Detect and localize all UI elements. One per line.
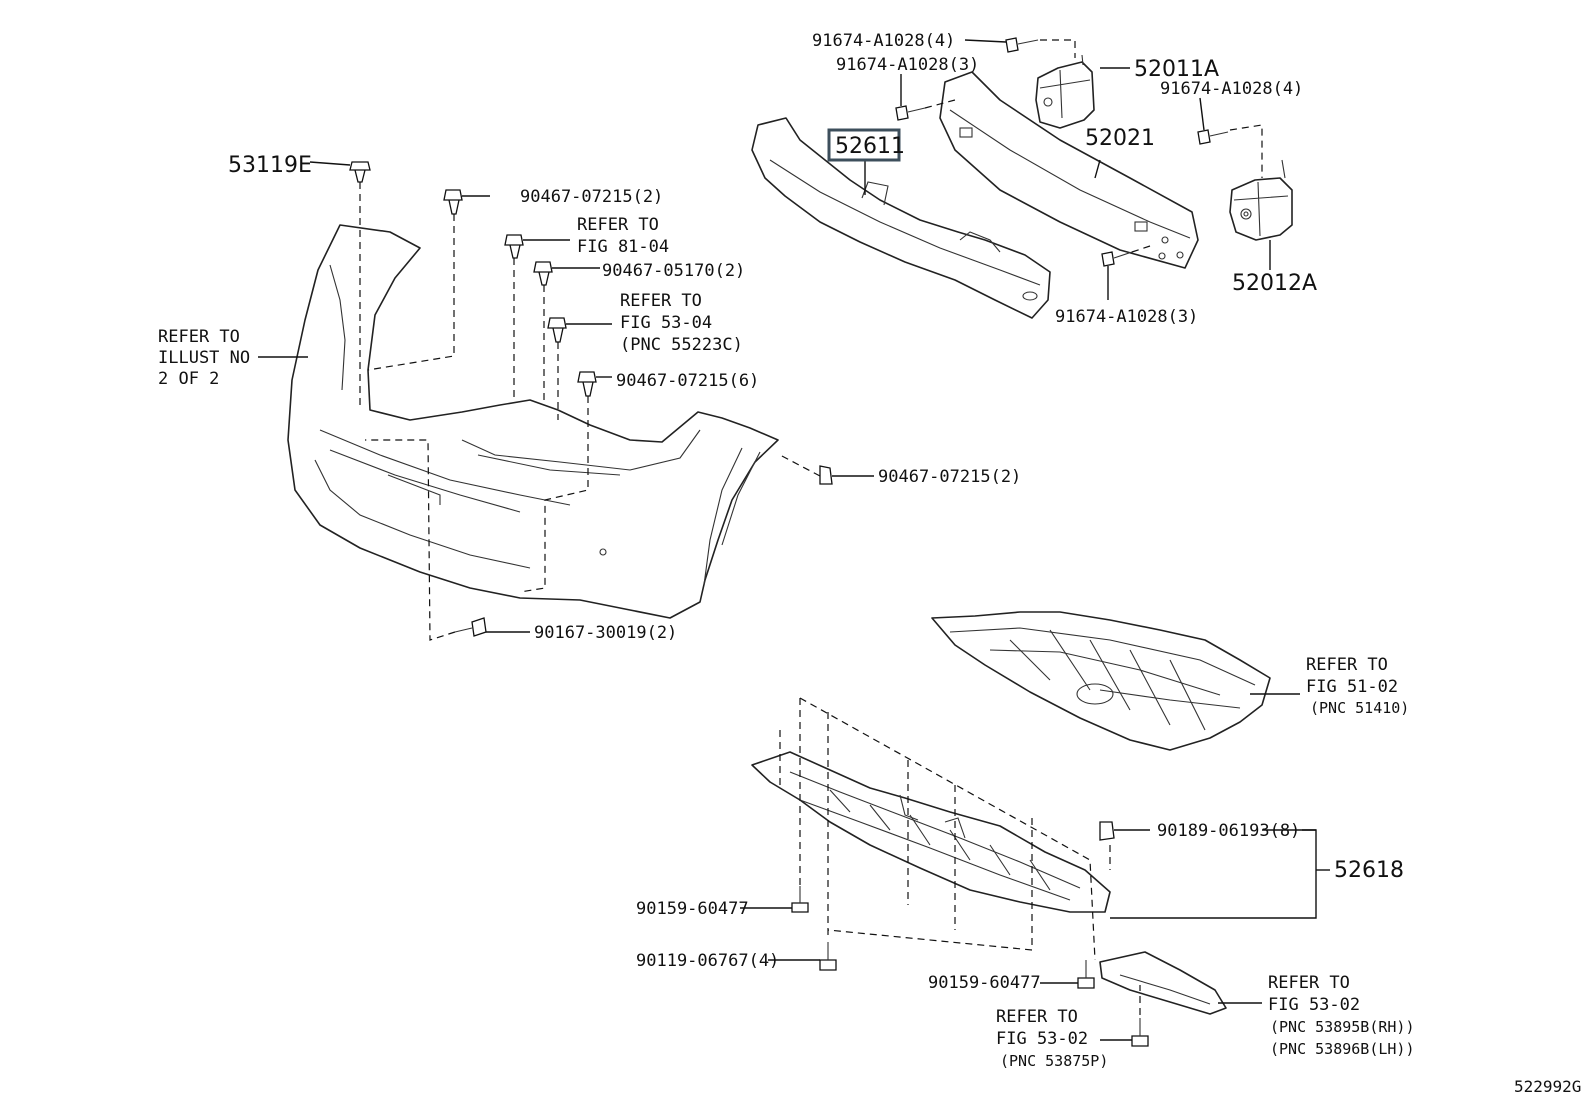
callout-90189-06193[interactable]: 90189-06193(8) <box>1157 821 1300 841</box>
image-code: 522992G <box>1514 1077 1581 1096</box>
clip-icon <box>504 234 524 259</box>
callout-refer-fig-53-02-line2[interactable]: FIG 53-02 <box>996 1029 1088 1049</box>
clip-icon <box>1099 821 1115 841</box>
callout-91674-A1028-4-top[interactable]: 91674-A1028(4) <box>812 31 955 51</box>
callout-91674-A1028-3-bottom[interactable]: 91674-A1028(3) <box>1055 307 1198 327</box>
callout-refer-fig-81-04-line1[interactable]: REFER TO <box>577 215 659 235</box>
bolt-icon <box>1101 251 1133 267</box>
callout-refer-illust-line3[interactable]: 2 OF 2 <box>158 369 219 389</box>
callout-refer-fig-53-02-rh-line1[interactable]: REFER TO <box>1268 973 1350 993</box>
screw-icon <box>454 617 487 637</box>
callout-90119-06767[interactable]: 90119-06767(4) <box>636 951 779 971</box>
callout-90467-07215-2-top[interactable]: 90467-07215(2) <box>520 187 663 207</box>
engine-under-cover[interactable] <box>931 611 1271 751</box>
bolt-icon <box>895 105 926 121</box>
callout-refer-illust-line2[interactable]: ILLUST NO <box>158 348 250 368</box>
clip-icon <box>577 371 597 397</box>
callout-91674-A1028-3-top[interactable]: 91674-A1028(3) <box>836 55 979 75</box>
bolt-icon <box>819 942 837 971</box>
callout-90159-60477-right[interactable]: 90159-60477 <box>928 973 1041 993</box>
clip-icon <box>819 465 833 485</box>
callout-refer-fig-53-02-rh-line4[interactable]: (PNC 53896B(LH)) <box>1270 1040 1415 1058</box>
callout-90167-30019[interactable]: 90167-30019(2) <box>534 623 677 643</box>
callout-91674-A1028-4-right[interactable]: 91674-A1028(4) <box>1160 79 1303 99</box>
bolt-icon <box>791 886 809 913</box>
callout-refer-fig-51-02-line2[interactable]: FIG 51-02 <box>1306 677 1398 697</box>
clip-icon <box>547 317 567 343</box>
bolt-icon <box>1197 129 1229 145</box>
callout-52021[interactable]: 52021 <box>1085 126 1155 151</box>
callout-refer-fig-53-04-line3[interactable]: (PNC 55223C) <box>620 335 743 355</box>
callout-90467-05170[interactable]: 90467-05170(2) <box>602 261 745 281</box>
highlight-box <box>827 128 901 162</box>
callout-refer-fig-53-02-line1[interactable]: REFER TO <box>996 1007 1078 1027</box>
callout-refer-fig-53-04-line2[interactable]: FIG 53-04 <box>620 313 712 333</box>
absorber-52611[interactable] <box>751 117 1051 319</box>
bracket-52011A[interactable] <box>1035 61 1095 129</box>
front-bumper-cover[interactable] <box>287 224 779 619</box>
callout-refer-illust-line1[interactable]: REFER TO <box>158 327 240 347</box>
clip-icon <box>533 261 553 286</box>
callout-90159-60477-left[interactable]: 90159-60477 <box>636 899 749 919</box>
callout-52611[interactable]: 52611 <box>835 134 905 159</box>
callout-refer-fig-81-04-line2[interactable]: FIG 81-04 <box>577 237 669 257</box>
under-cover-group <box>931 611 1271 751</box>
clip-icon <box>349 161 371 183</box>
callout-refer-fig-53-02-rh-line2[interactable]: FIG 53-02 <box>1268 995 1360 1015</box>
reinforcement-52021[interactable] <box>939 71 1199 269</box>
bolt-icon <box>1077 960 1095 989</box>
front-under-cover-group <box>740 693 1330 1047</box>
callout-refer-fig-53-04-line1[interactable]: REFER TO <box>620 291 702 311</box>
callout-labels: 91674-A1028(4) 91674-A1028(3) 52011A 916… <box>158 31 1581 1096</box>
bolt-icon <box>1005 37 1039 53</box>
callout-90467-07215-6[interactable]: 90467-07215(6) <box>616 371 759 391</box>
clip-icon <box>443 189 463 215</box>
callout-90467-07215-2-right[interactable]: 90467-07215(2) <box>878 467 1021 487</box>
callout-52618[interactable]: 52618 <box>1334 858 1404 883</box>
reinforcement-group <box>751 37 1293 319</box>
bumper-group <box>258 161 874 641</box>
callout-refer-fig-53-02-rh-line3[interactable]: (PNC 53895B(RH)) <box>1270 1018 1415 1036</box>
bolt-icon <box>1131 1018 1149 1047</box>
callout-refer-fig-51-02-line1[interactable]: REFER TO <box>1306 655 1388 675</box>
bracket-52012A[interactable] <box>1229 177 1293 241</box>
callout-52011A[interactable]: 52011A <box>1134 57 1219 82</box>
front-under-cover-52618[interactable] <box>751 751 1111 913</box>
side-seal[interactable] <box>1099 951 1227 1015</box>
callout-53119E[interactable]: 53119E <box>228 153 312 178</box>
callout-52012A[interactable]: 52012A <box>1232 271 1317 296</box>
callout-refer-fig-51-02-line3[interactable]: (PNC 51410) <box>1310 699 1409 717</box>
callout-refer-fig-53-02-line3[interactable]: (PNC 53875P) <box>1000 1052 1108 1070</box>
